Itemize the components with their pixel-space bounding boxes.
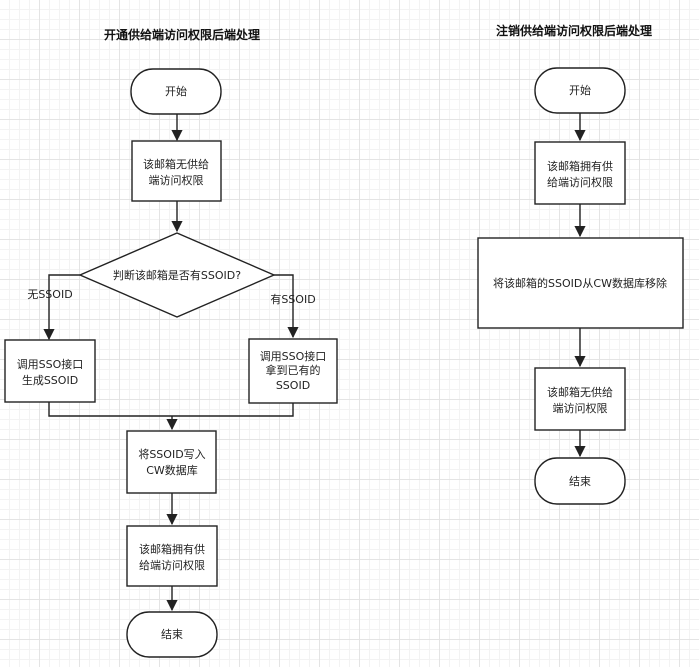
right-flowchart: 注销供给端访问权限后端处理 开始 该邮箱拥有供 给端访问权限 将该邮箱的SSOI… <box>477 23 684 505</box>
generate-line1: 调用SSO接口 <box>17 358 84 371</box>
right-end-node[interactable] <box>534 457 626 505</box>
left-has-access-line1: 该邮箱拥有供 <box>139 542 205 556</box>
left-end-node[interactable] <box>126 611 218 658</box>
right-has-access-node[interactable] <box>534 141 626 205</box>
left-no-access-line2: 端访问权限 <box>149 174 204 187</box>
right-has-access-line2: 给端访问权限 <box>547 176 613 189</box>
right-start-label: 开始 <box>569 83 591 97</box>
right-no-access-line1: 该邮箱无供给 <box>547 385 613 399</box>
generate-ssoid-node[interactable] <box>4 339 96 403</box>
left-flowchart: 开通供给端访问权限后端处理 开始 该邮箱无供给 端访问权限 判断该邮箱是否有SS… <box>4 27 338 658</box>
fetch-line3: SSOID <box>276 379 310 392</box>
ssoid-decision-node[interactable] <box>78 232 276 318</box>
right-no-access-line2: 端访问权限 <box>553 402 608 415</box>
left-end-label: 结束 <box>161 628 183 641</box>
branch-no-ssoid-label: 无SSOID <box>27 288 72 301</box>
write-db-line1: 将SSOID写入 <box>138 448 205 461</box>
left-no-access-node[interactable] <box>131 140 222 202</box>
left-start-label: 开始 <box>165 84 187 98</box>
branch-has-ssoid-label: 有SSOID <box>270 292 315 306</box>
generate-line2: 生成SSOID <box>22 373 78 387</box>
edge-decision-yes-branch <box>274 274 299 339</box>
fetch-line2: 拿到已有的 <box>266 363 321 377</box>
left-flow-title: 开通供给端访问权限后端处理 <box>104 27 260 42</box>
right-end-label: 结束 <box>569 475 591 488</box>
left-no-access-line1: 该邮箱无供给 <box>143 157 209 171</box>
edge-merge-bar <box>48 402 294 417</box>
left-start-node[interactable] <box>130 68 222 115</box>
left-has-access-line2: 给端访问权限 <box>139 559 205 572</box>
right-no-access-node[interactable] <box>534 367 626 431</box>
write-db-node[interactable] <box>126 430 217 494</box>
fetch-line1: 调用SSO接口 <box>260 350 327 363</box>
remove-ssoid-node[interactable] <box>477 237 684 329</box>
fetch-ssoid-node[interactable] <box>248 338 338 404</box>
edge-decision-no-branch <box>43 274 80 341</box>
left-has-access-node[interactable] <box>126 525 218 587</box>
write-db-line2: CW数据库 <box>146 463 198 477</box>
right-flow-title: 注销供给端访问权限后端处理 <box>496 23 652 38</box>
decision-label: 判断该邮箱是否有SSOID? <box>113 268 241 282</box>
right-has-access-line1: 该邮箱拥有供 <box>547 159 613 173</box>
remove-ssoid-label: 将该邮箱的SSOID从CW数据库移除 <box>493 276 667 290</box>
